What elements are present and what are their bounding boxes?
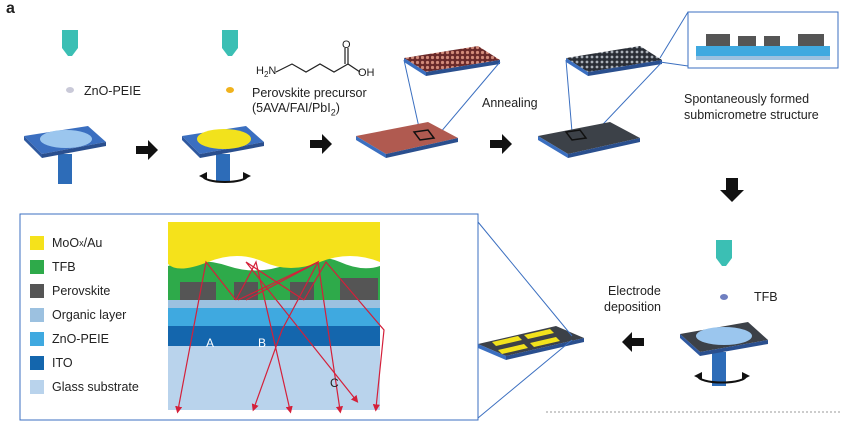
electrode-label-line2: deposition [604,300,661,314]
molecule-oh-label: OH [358,67,375,79]
legend-swatch [30,356,44,370]
annealing-label: Annealing [482,96,538,110]
legend-item: Glass substrate [30,378,139,396]
spontaneous-label-line1: Spontaneously formed [684,92,810,106]
substrate-step2 [182,126,264,182]
precursor-dot-icon [226,87,234,93]
legend-item: TFB [30,258,76,276]
ray-label-c: C [330,376,339,390]
precursor-title: Perovskite precursor [252,86,367,100]
zoom-inset-dark [565,11,689,141]
zno-dot-icon [66,87,74,93]
spin-rotation-icon [694,372,750,384]
legend-swatch [30,308,44,322]
legend-swatch [30,332,44,346]
spontaneous-label-line2: submicrometre structure [684,108,819,122]
panel-letter: a [6,0,15,17]
legend-item: Organic layer [30,306,126,324]
legend-item: ITO [30,354,73,372]
step-arrow-icon [310,134,332,154]
step-arrow-icon [720,178,744,202]
film-dark [538,122,640,158]
molecule-o-label: O [342,39,351,51]
precursor-formula: (5AVA/FAI/PbI2) [252,101,340,118]
step-arrow-icon [136,140,158,160]
final-device [477,221,584,419]
submicrometre-cross-section [687,11,839,69]
zoom-inset-red [403,46,501,141]
legend-swatch [30,284,44,298]
substrate-step1 [24,126,106,184]
molecule-h2n-label: H2N [256,65,277,80]
zno-peie-label: ZnO-PEIE [84,84,141,98]
substrate-step5 [680,322,768,386]
step-arrow-icon [622,332,644,352]
tfb-dot-icon [720,294,728,300]
spin-rotation-icon [199,172,251,183]
legend-swatch [30,260,44,274]
molecule-structure [275,48,361,73]
nozzle-icon [62,30,78,56]
legend-item: ZnO-PEIE [30,330,109,348]
step-arrow-icon [490,134,512,154]
device-cross-section [19,213,479,421]
legend-swatch [30,236,44,250]
electrode-label-line1: Electrode [608,284,661,298]
ray-label-b: B [258,336,267,350]
tfb-label: TFB [754,290,778,304]
film-red [356,122,458,158]
legend-item: Perovskite [30,282,110,300]
optical-rays [175,260,385,414]
legend-swatch [30,380,44,394]
nozzle-icon [222,30,238,56]
nozzle-icon [716,240,732,266]
ray-label-a: A [206,336,215,350]
